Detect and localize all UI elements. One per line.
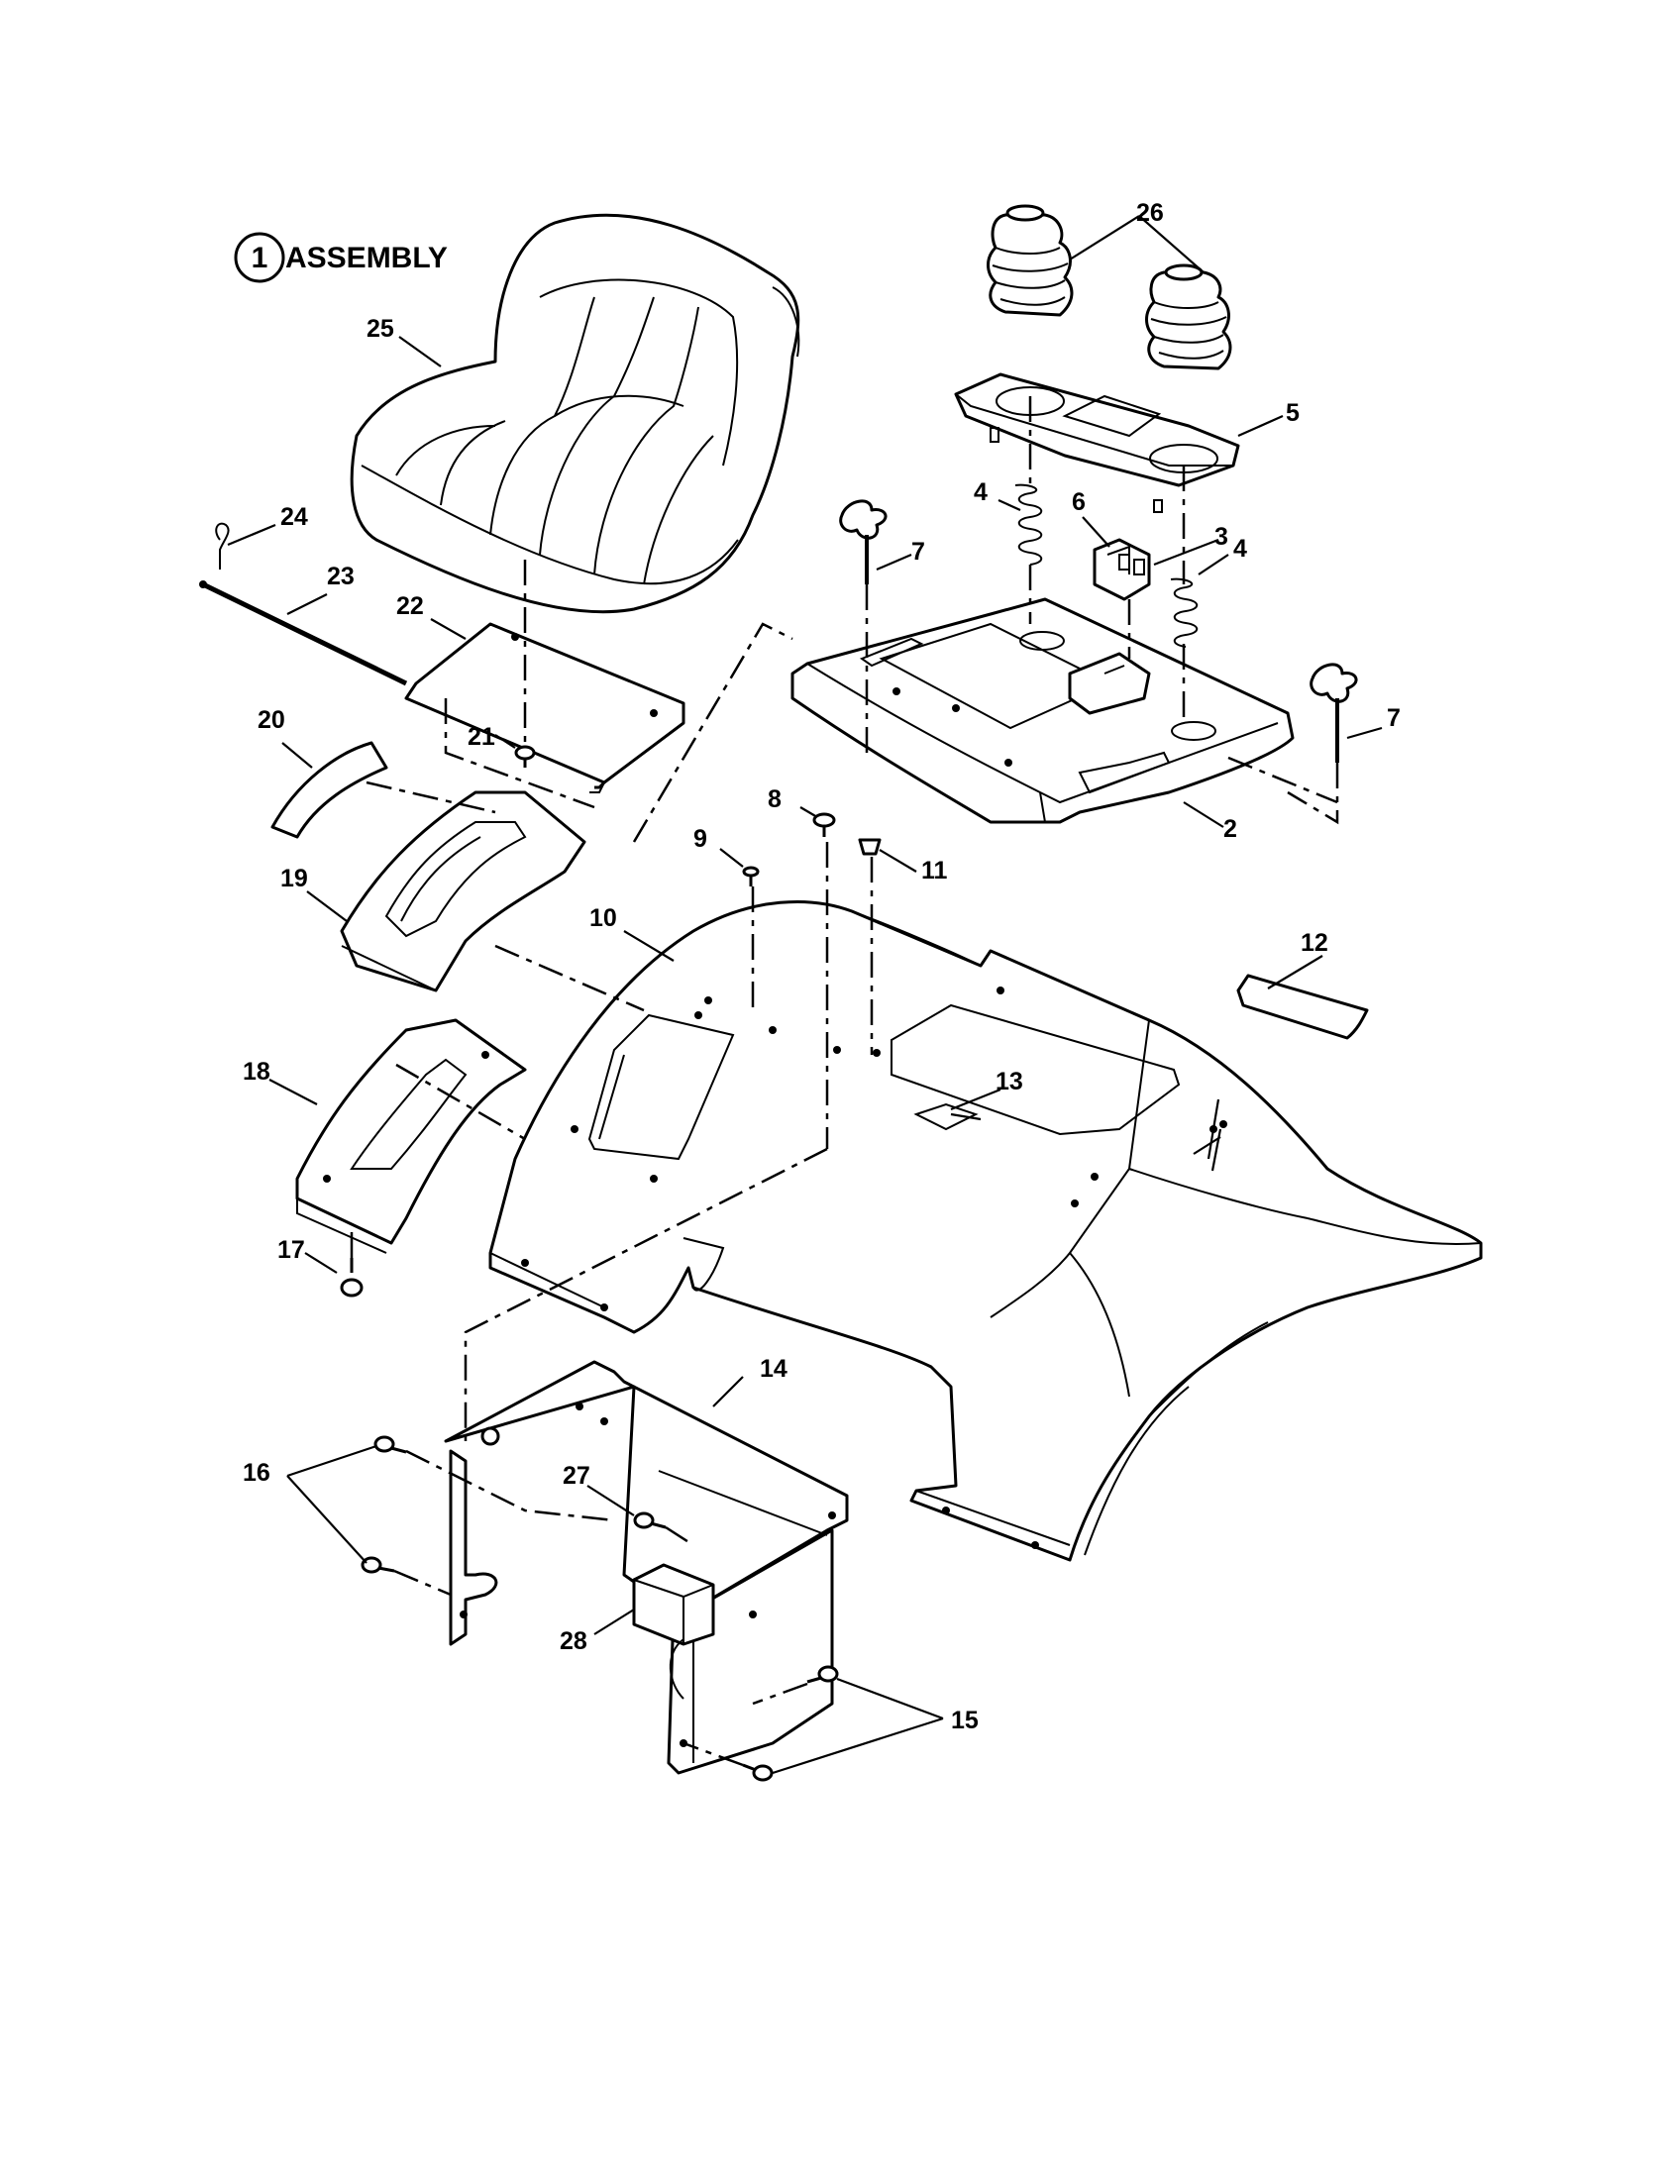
callout-26: 26	[1136, 199, 1164, 227]
callout-9: 9	[693, 825, 707, 853]
callout-27: 27	[563, 1462, 590, 1490]
fender-pan-10	[488, 900, 1483, 1562]
console-2	[790, 597, 1295, 824]
callout-7-left: 7	[911, 538, 925, 566]
callout-5: 5	[1286, 399, 1300, 427]
callout-3: 3	[1214, 523, 1228, 551]
seat-part-25	[350, 213, 800, 614]
solenoid-28	[632, 1563, 715, 1700]
leader-lines	[227, 215, 1383, 1775]
callout-8: 8	[768, 785, 782, 813]
callout-23: 23	[327, 563, 355, 590]
switch-3	[1093, 538, 1151, 601]
screw-15-bottom	[742, 1763, 774, 1782]
screw-21	[514, 745, 536, 768]
callout-12: 12	[1301, 929, 1328, 957]
rubber-boot-26-left	[987, 204, 1074, 317]
callout-13: 13	[996, 1068, 1023, 1095]
knob-7-left	[839, 499, 888, 584]
callout-2: 2	[1223, 815, 1237, 843]
callout-18: 18	[243, 1058, 270, 1086]
shift-plate-18	[295, 1018, 527, 1254]
shift-cover-19	[340, 790, 586, 992]
callout-28: 28	[560, 1627, 587, 1655]
screw-17	[340, 1258, 364, 1298]
callout-19: 19	[280, 865, 308, 892]
screw-16-bottom	[361, 1556, 395, 1574]
assembly-number: 1	[252, 242, 268, 274]
callout-17: 17	[277, 1236, 305, 1264]
callout-16: 16	[243, 1459, 270, 1487]
bracket-14	[444, 1360, 849, 1775]
assembly-dash-lines	[350, 396, 1339, 1767]
callout-22: 22	[396, 592, 424, 620]
callout-7-right: 7	[1387, 704, 1401, 732]
callout-10: 10	[589, 904, 617, 932]
spring-4-left	[1014, 483, 1043, 566]
callout-20: 20	[258, 706, 285, 734]
callout-15: 15	[951, 1707, 979, 1734]
seat-bracket-22	[404, 622, 685, 793]
hair-pin-clip-24	[215, 522, 230, 570]
assembly-title: 1 ASSEMBLY	[234, 232, 448, 283]
callout-14: 14	[760, 1355, 788, 1383]
rubber-boot-26-right	[1145, 263, 1232, 370]
screw-15-top	[806, 1665, 839, 1684]
callout-21: 21	[468, 723, 495, 751]
assembly-label: ASSEMBLY	[285, 242, 448, 274]
decal-20	[270, 741, 388, 839]
insert-11	[858, 838, 882, 856]
knob-7-right	[1310, 663, 1358, 763]
callout-25: 25	[367, 315, 394, 343]
callout-4-left: 4	[974, 478, 988, 506]
callout-labels: 25 24 23 22 21 20 19 18 17 26 5 4 4 6 3 …	[243, 199, 1401, 1734]
screw-27	[633, 1511, 667, 1529]
screw-8	[812, 812, 836, 837]
screw-16-top	[373, 1435, 407, 1454]
pivot-rod-23	[199, 580, 408, 686]
callout-24: 24	[280, 503, 308, 531]
decal-12	[1236, 974, 1369, 1040]
callout-6: 6	[1072, 488, 1086, 516]
screw-9	[742, 866, 760, 886]
callout-11: 11	[921, 857, 948, 884]
assembly-number-circle	[234, 232, 285, 283]
cover-plate-5	[954, 372, 1240, 513]
spring-4-right	[1170, 577, 1199, 648]
callout-4-right: 4	[1233, 535, 1247, 563]
